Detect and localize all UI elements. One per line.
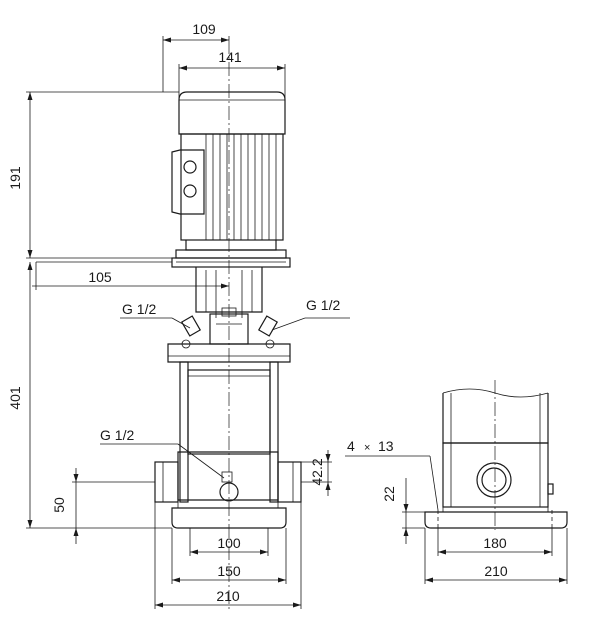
dimension-labels: 109 141 191 105 401 50 100 150 210 180 2… [7,21,508,604]
side-view [424,380,568,530]
label-plug-left: G 1/2 [122,301,156,317]
dim-105: 105 [88,269,112,285]
label-plug-right: G 1/2 [306,297,340,313]
dim-401: 401 [7,386,23,410]
dim-141: 141 [218,49,242,65]
dim-109: 109 [192,21,216,37]
motor-flange [171,257,291,268]
dim-180: 180 [483,535,507,551]
motor-body [171,91,287,259]
pump-head [167,339,291,363]
label-holes-times: × [364,442,370,454]
label-holes-count: 4 [347,438,355,454]
dim-210-front: 210 [216,588,240,604]
pump-sleeve [179,361,279,503]
coupling-lantern [180,267,279,345]
front-view [154,40,302,610]
dim-50: 50 [51,497,67,513]
label-holes-size: 13 [378,438,394,454]
dimension-lines [26,36,568,609]
dim-150: 150 [217,563,241,579]
dim-191: 191 [7,166,23,190]
dim-22: 22 [381,486,397,502]
dim-100: 100 [217,535,241,551]
dim-42-2: 42.2 [309,458,325,485]
pump-base [154,451,302,529]
dim-210-side: 210 [484,563,508,579]
label-plug-bottom: G 1/2 [100,427,134,443]
